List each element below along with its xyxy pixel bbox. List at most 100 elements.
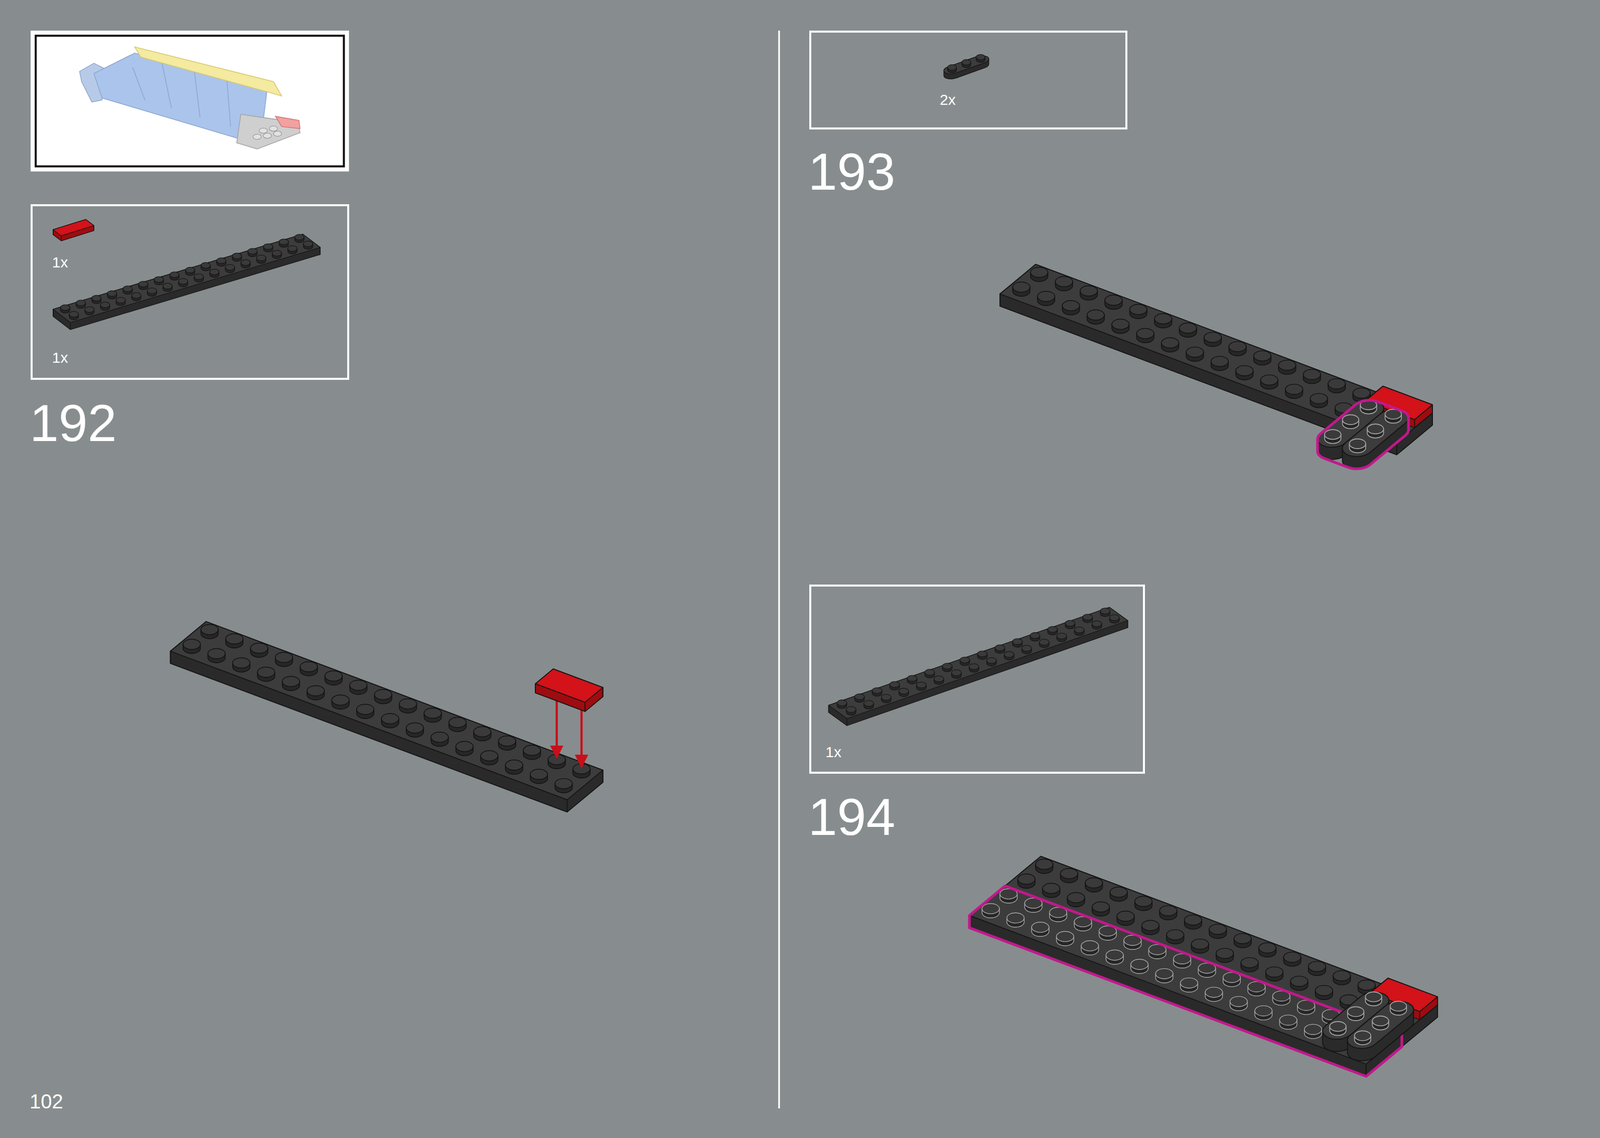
stud-top [256,254,266,261]
stud-top [449,717,467,728]
stud-top [225,264,235,270]
rounded-plate-body [1347,1001,1414,1061]
stud-top [154,276,164,282]
stud-top [1055,276,1073,287]
red-tile-edge [1414,419,1416,428]
stud-top [554,778,573,789]
stud-top [959,656,970,663]
stud-top [1047,626,1058,633]
stud-top [1042,883,1061,894]
stud-top [225,633,244,644]
stud-top [934,675,945,682]
plate-part-edge [52,309,54,317]
stud-top [1186,347,1204,358]
stud-top [1037,291,1056,302]
stud-top [1082,614,1093,621]
stud-top [1230,996,1248,1007]
stud-top [183,639,201,650]
red-tile-top [535,668,603,703]
parts-callout-box: 1x1x [30,204,350,380]
stud-top [1105,949,1124,960]
parts-callout-box: 2x [809,30,1128,130]
step-number: 193 [808,145,896,198]
stud-top [1116,911,1135,922]
stud-top [374,689,392,700]
new-plate-body [969,886,1402,1077]
preview-frame [30,30,350,172]
part-quantity: 1x [825,744,842,760]
stud-top [1354,1030,1372,1041]
stud-top [1184,914,1203,925]
stud-top [331,694,350,705]
step-194-model [969,856,1438,1077]
stud-top [76,300,86,306]
stud-top [1087,310,1105,321]
stud-top [207,648,226,659]
plate-edge [999,294,1001,307]
stud-top [91,295,102,302]
stud-top [1100,608,1111,615]
stud-top [1166,929,1185,940]
step-number: 192 [29,396,117,450]
stud-top [480,750,499,761]
stud-top [325,670,343,681]
stud-top [1235,365,1254,376]
parts-thumbnail-193 [943,54,989,79]
parts-thumbnails-192 [53,219,321,330]
stud-top [1333,970,1351,981]
stud-top [1081,940,1099,951]
stud-top [1342,414,1360,425]
stud-top [976,54,986,60]
stud-top [263,243,273,250]
plate-part-body [828,607,1128,726]
stud-top [1030,632,1041,639]
stud-top [1130,959,1149,970]
stud-top [1035,858,1054,869]
stud-top [994,644,1005,651]
stud-top [1129,304,1148,315]
stud-top [977,650,988,657]
rounded-plate-top [1347,1001,1414,1049]
stud-top [1365,991,1382,1002]
red-tile-body [535,668,603,712]
stud-top [1111,319,1130,330]
stud-top [356,704,375,715]
page-divider [778,30,780,1109]
red-tile-part-edge [93,225,94,231]
plate-top [170,621,604,800]
stud-top [282,676,301,687]
stud-top [1254,1005,1273,1016]
stud-top [1367,423,1384,434]
step-193-model [999,264,1433,470]
stud-top [1372,1015,1389,1027]
part-quantity: 2x [939,92,956,108]
stud-top [1278,360,1296,371]
stud-top [1074,626,1085,633]
preview-base [236,114,301,150]
stud-top [1080,285,1098,297]
stud-top [131,292,141,299]
stud-top [1154,313,1173,324]
stud-top [1349,439,1366,450]
stud-top [1056,931,1075,942]
stud-top [185,266,196,273]
new-part-highlight [969,886,1402,1077]
stud-top [942,663,953,670]
stud-top [836,699,847,706]
stud-top [240,259,251,266]
parts-thumbnail-194 [828,607,1128,726]
stud-top [307,685,325,696]
stud-top [275,652,294,663]
stud-top [1253,350,1272,361]
preview-border [35,35,344,167]
stud-top [1030,267,1049,278]
new-plate-top [969,886,1402,1065]
stud-top [1092,901,1110,912]
stud-top [287,245,298,252]
stud-top [178,278,189,284]
stud-top [1329,1021,1347,1032]
stud-top [209,268,220,275]
plate-edge [170,651,172,664]
stud-top [107,290,117,297]
stud-top [498,736,517,747]
